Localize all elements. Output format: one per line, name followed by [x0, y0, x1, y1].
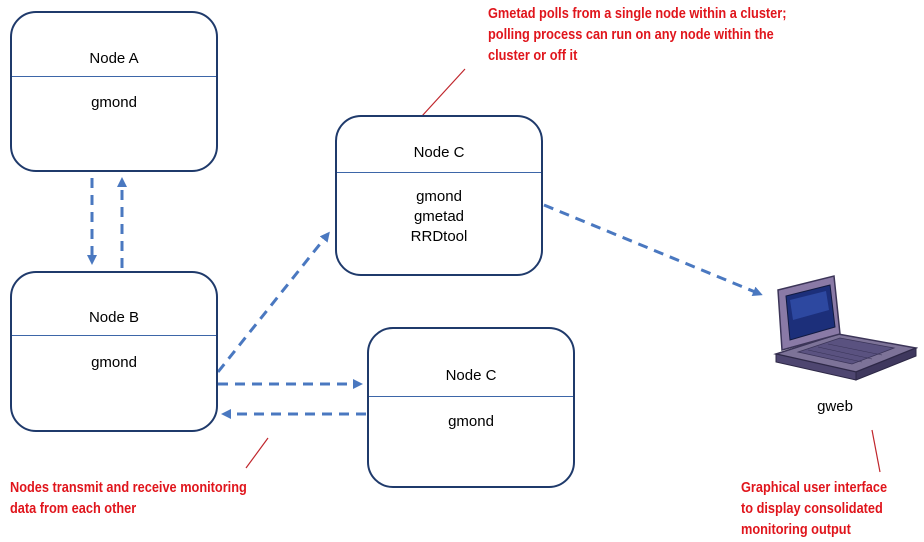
- node-a-services: gmond: [12, 93, 216, 113]
- node-c-top: Node C gmond gmetad RRDtool: [335, 115, 543, 276]
- annotation-line: to display consolidated: [741, 501, 883, 517]
- node-a-service: gmond: [91, 94, 137, 111]
- arrow-node-b-to-node-c-top: [216, 231, 330, 373]
- annotation-gmetad: Gmetad polls from a single node within a…: [488, 4, 786, 67]
- annotation-gui: Graphical user interface to display cons…: [741, 478, 887, 541]
- node-b-services: gmond: [12, 353, 216, 373]
- node-b: Node B gmond: [10, 271, 218, 432]
- node-c-top-title: Node C: [413, 144, 465, 161]
- node-b-service: gmond: [91, 354, 137, 371]
- annotation-line: cluster or off it: [488, 48, 578, 64]
- node-b-title: Node B: [88, 309, 140, 326]
- leader-line-gmetad: [421, 68, 466, 117]
- node-a-title: Node A: [89, 50, 139, 67]
- node-c-bottom-title: Node C: [445, 367, 497, 384]
- gweb-label: gweb: [817, 398, 853, 415]
- node-c-bottom-divider: [369, 396, 573, 397]
- arrow-node-c-top-to-gweb: [543, 203, 763, 296]
- node-c-bottom: Node C gmond: [367, 327, 575, 488]
- leader-line-gui: [871, 429, 881, 473]
- node-a: Node A gmond: [10, 11, 218, 172]
- laptop-computer-icon: [773, 275, 918, 381]
- annotation-line: monitoring output: [741, 522, 851, 538]
- annotation-line: data from each other: [10, 501, 137, 517]
- annotation-line: polling process can run on any node with…: [488, 27, 774, 43]
- node-c-top-services: gmond gmetad RRDtool: [337, 187, 541, 247]
- annotation-transmit: Nodes transmit and receive monitoring da…: [10, 478, 247, 520]
- node-c-top-divider: [337, 172, 541, 173]
- node-b-divider: [12, 335, 216, 336]
- leader-line-transmit: [245, 437, 269, 469]
- node-c-top-service: RRDtool: [410, 228, 468, 245]
- node-a-divider: [12, 76, 216, 77]
- node-c-bottom-service: gmond: [448, 413, 494, 430]
- annotation-line: Gmetad polls from a single node within a…: [488, 6, 787, 22]
- annotation-line: Graphical user interface: [741, 480, 888, 496]
- node-c-bottom-services: gmond: [369, 412, 573, 432]
- node-c-top-service: gmond: [416, 188, 462, 205]
- annotation-line: Nodes transmit and receive monitoring: [10, 480, 247, 496]
- node-c-top-service: gmetad: [413, 208, 465, 225]
